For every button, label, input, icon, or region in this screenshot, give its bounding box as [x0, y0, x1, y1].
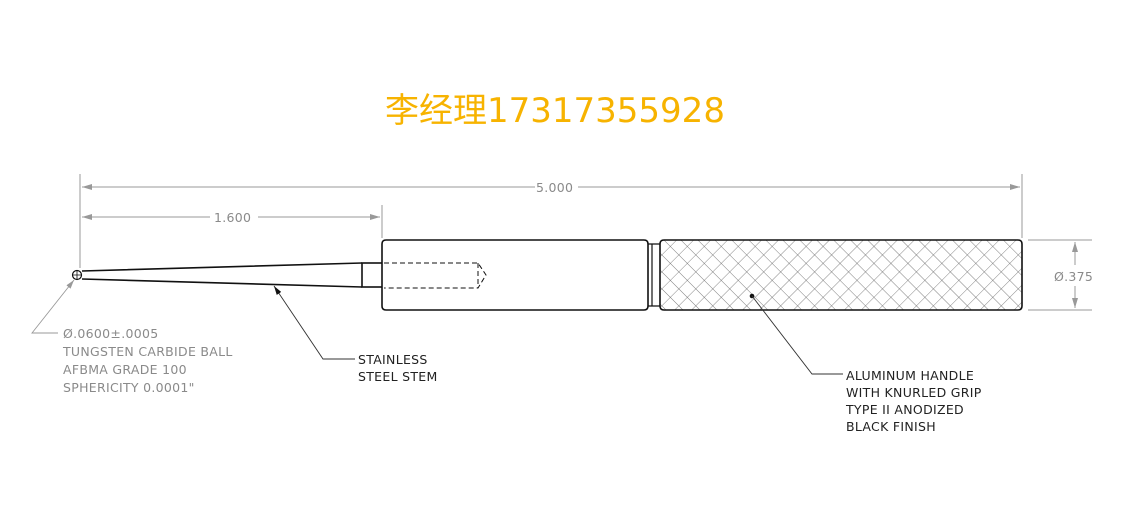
- callout-stem-line: STEEL STEM: [358, 369, 438, 384]
- dimension-handle-diameter: [1028, 239, 1092, 311]
- callout-ball-line: SPHERICITY 0.0001": [63, 380, 195, 395]
- callout-ball-line: AFBMA GRADE 100: [63, 362, 187, 377]
- callout-handle-line: WITH KNURLED GRIP: [846, 385, 982, 400]
- stylus-part: [71, 239, 1023, 311]
- handle-body: [381, 239, 649, 311]
- threaded-hole: [384, 262, 487, 289]
- callout-stem-line: STAINLESS: [358, 352, 428, 367]
- stem-length-label: 1.600: [214, 210, 251, 225]
- handle-diameter-label: Ø.375: [1054, 269, 1093, 284]
- handle-groove: [648, 243, 660, 307]
- callout-handle-line: TYPE II ANODIZED: [845, 402, 964, 417]
- callout-ball-line: TUNGSTEN CARBIDE BALL: [62, 344, 233, 359]
- dimension-stem-length: [82, 205, 383, 238]
- watermark-text: 李经理17317355928: [385, 91, 725, 131]
- dimension-overall-length: [79, 174, 1023, 268]
- tapered-stem: [81, 262, 363, 288]
- callout-stem: STAINLESS STEEL STEM: [358, 352, 438, 384]
- stem-shoulder: [361, 262, 384, 288]
- carbide-ball: [71, 269, 83, 281]
- callout-handle: ALUMINUM HANDLE WITH KNURLED GRIP TYPE I…: [845, 368, 982, 434]
- callout-handle-line: ALUMINUM HANDLE: [846, 368, 974, 383]
- callout-ball-line: Ø.0600±.0005: [63, 326, 158, 341]
- callout-handle-line: BLACK FINISH: [846, 419, 936, 434]
- callout-ball: Ø.0600±.0005 TUNGSTEN CARBIDE BALL AFBMA…: [62, 326, 233, 395]
- leader-lines: [31, 279, 843, 375]
- knurled-grip: [659, 239, 1023, 311]
- overall-length-label: 5.000: [536, 180, 573, 195]
